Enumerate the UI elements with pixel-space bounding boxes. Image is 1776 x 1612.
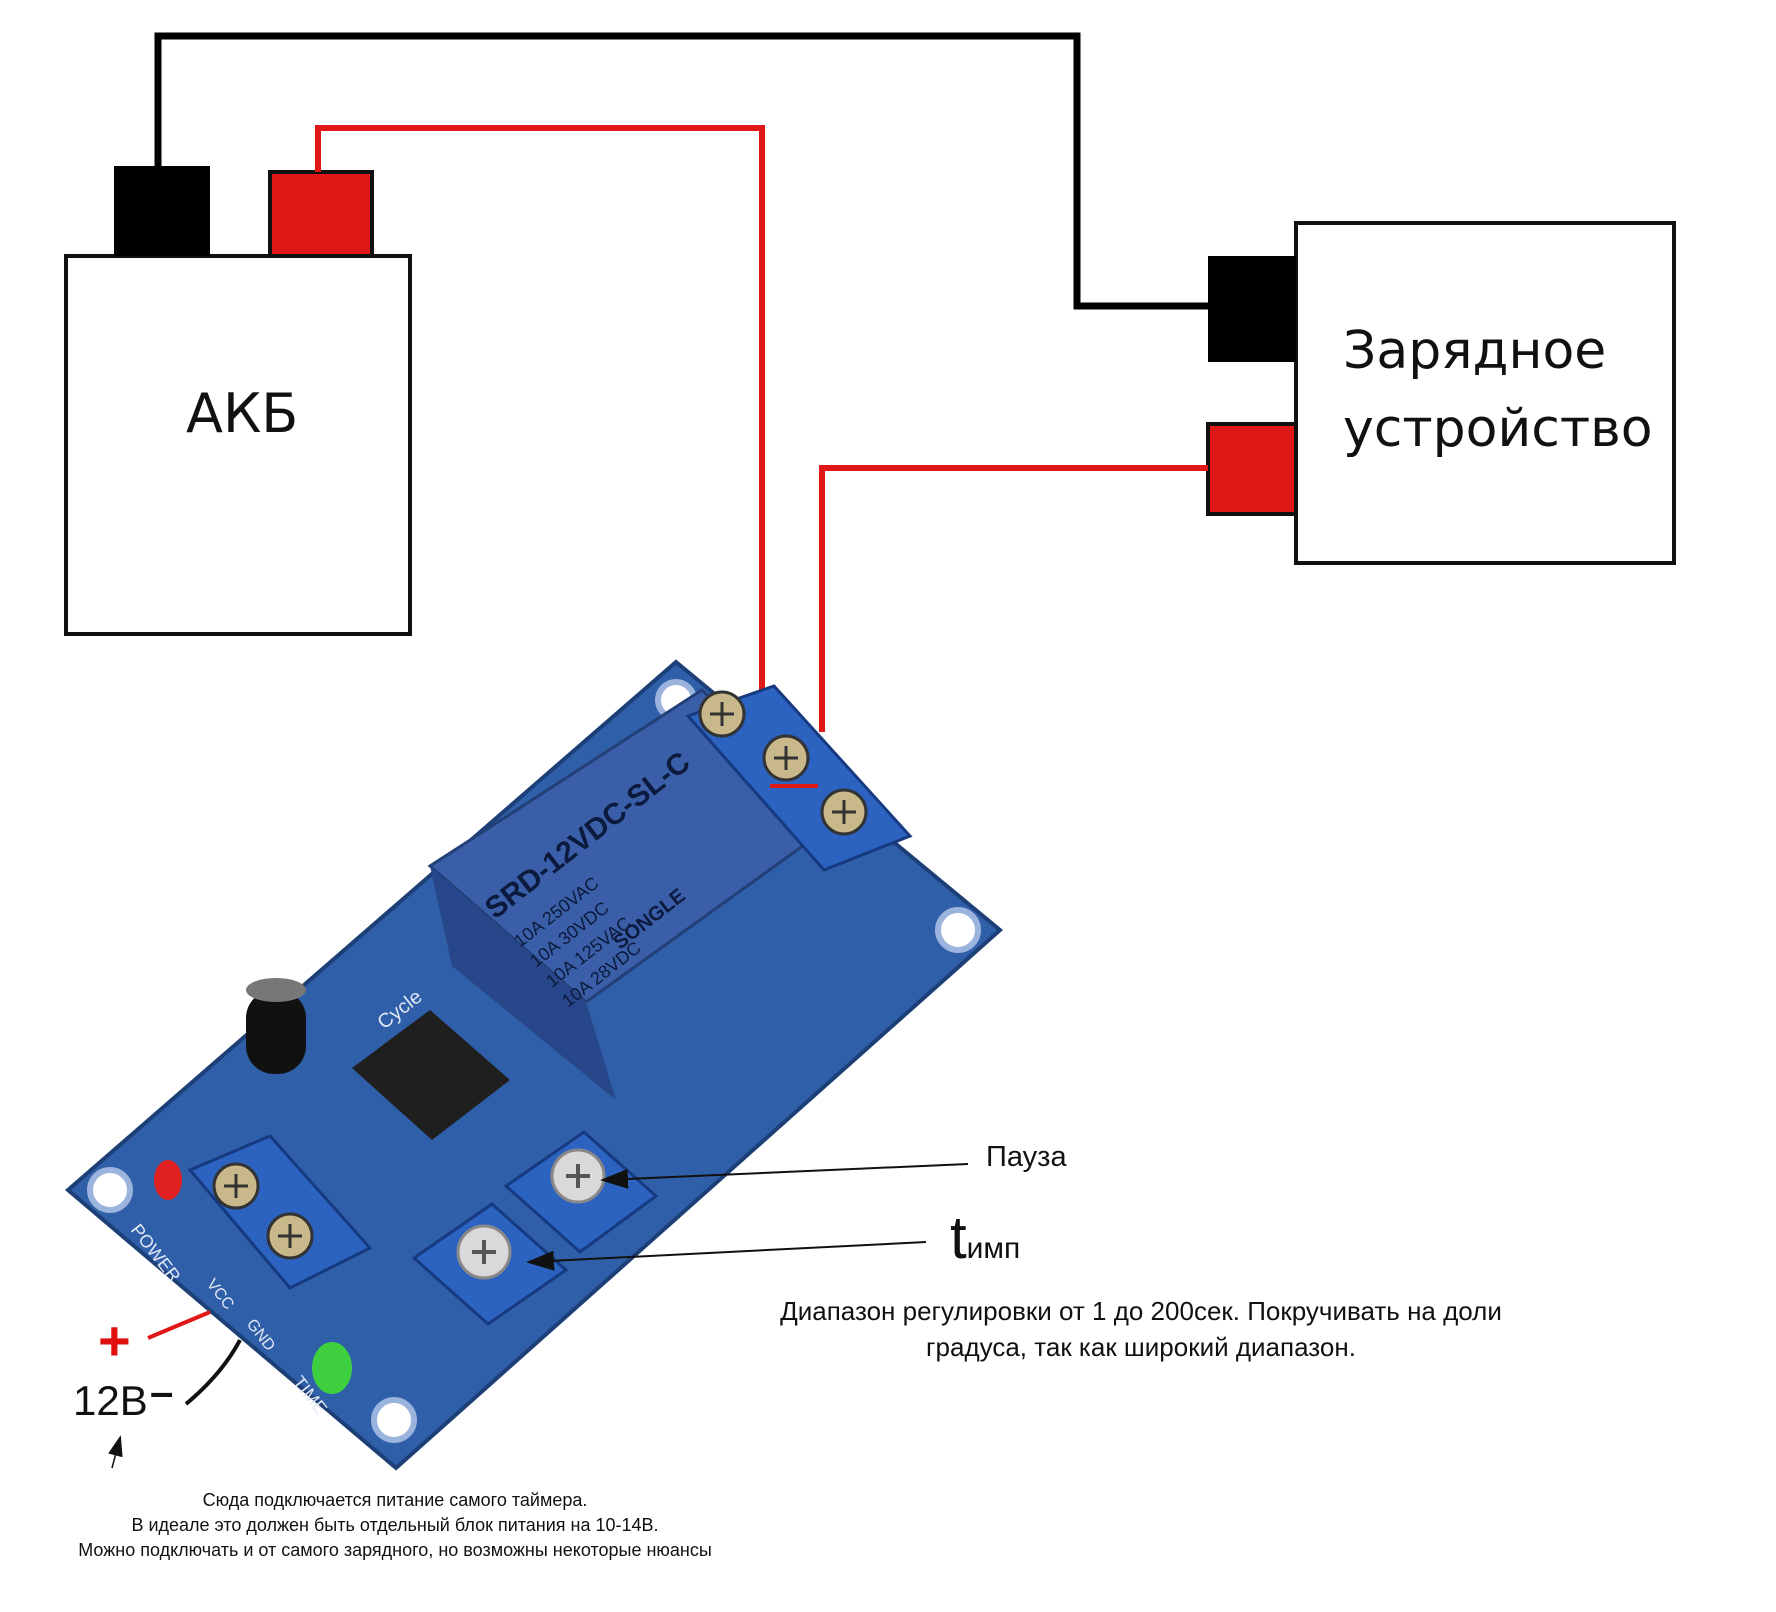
power-note-line: Сюда подключается питание самого таймера… [202,1490,588,1510]
power-note-line: В идеале это должен быть отдельный блок … [131,1515,659,1535]
screw-slot [710,702,856,824]
charger-negative-terminal [1208,256,1296,362]
relay-side [430,866,616,1100]
relay-module: SRD-12VDC-SL-C 10A 250VAC 10A 30VDC 10A … [64,659,1004,1471]
positive-wire-charger-to-relay [819,465,1208,732]
time-knob-cross [472,1240,496,1264]
power-note: Сюда подключается питание самого таймера… [30,1488,760,1563]
ic-chip [352,1010,510,1140]
power-led [154,1160,182,1200]
power-plus-wire [147,1310,211,1340]
voltage-label: 12В [73,1377,148,1424]
pulse-time-annotation: tимп [950,1203,1020,1272]
mount-hole [87,1167,133,1213]
charger-box [1294,221,1676,565]
range-note: Диапазон регулировки от 1 до 200сек. Пок… [780,1296,1502,1362]
pulse-time-subscript: имп [966,1232,1021,1265]
pause-knob-cross [566,1164,590,1188]
screw-slot [224,1174,302,1248]
capacitor [246,990,306,1074]
positive-wire-battery-to-relay [315,125,765,690]
mount-hole [371,1397,417,1443]
battery-label: АКБ [186,382,299,445]
charger-positive-terminal [1206,422,1298,516]
power-minus-wire [184,1339,242,1406]
time-led [312,1342,352,1394]
mount-hole [935,907,981,953]
pause-arrow [600,1163,969,1189]
charger-label-line1: Зарядное [1343,321,1607,381]
charger-label-line2: устройство [1343,399,1653,459]
pulse-time-symbol: t [950,1204,967,1271]
minus-mark: – [150,1368,174,1415]
battery-positive-terminal [268,170,374,258]
timp-arrow [526,1241,927,1271]
battery-negative-terminal [114,166,210,256]
capacitor-top [246,978,306,1002]
power-note-arrow [108,1435,123,1469]
pause-annotation: Пауза [986,1141,1067,1173]
battery-box [64,254,412,636]
negative-wire [154,32,1208,310]
plus-mark: + [98,1309,131,1372]
power-note-line: Можно подключать и от самого зарядного, … [78,1540,712,1560]
charger-label: Зарядное устройство [1343,312,1653,468]
